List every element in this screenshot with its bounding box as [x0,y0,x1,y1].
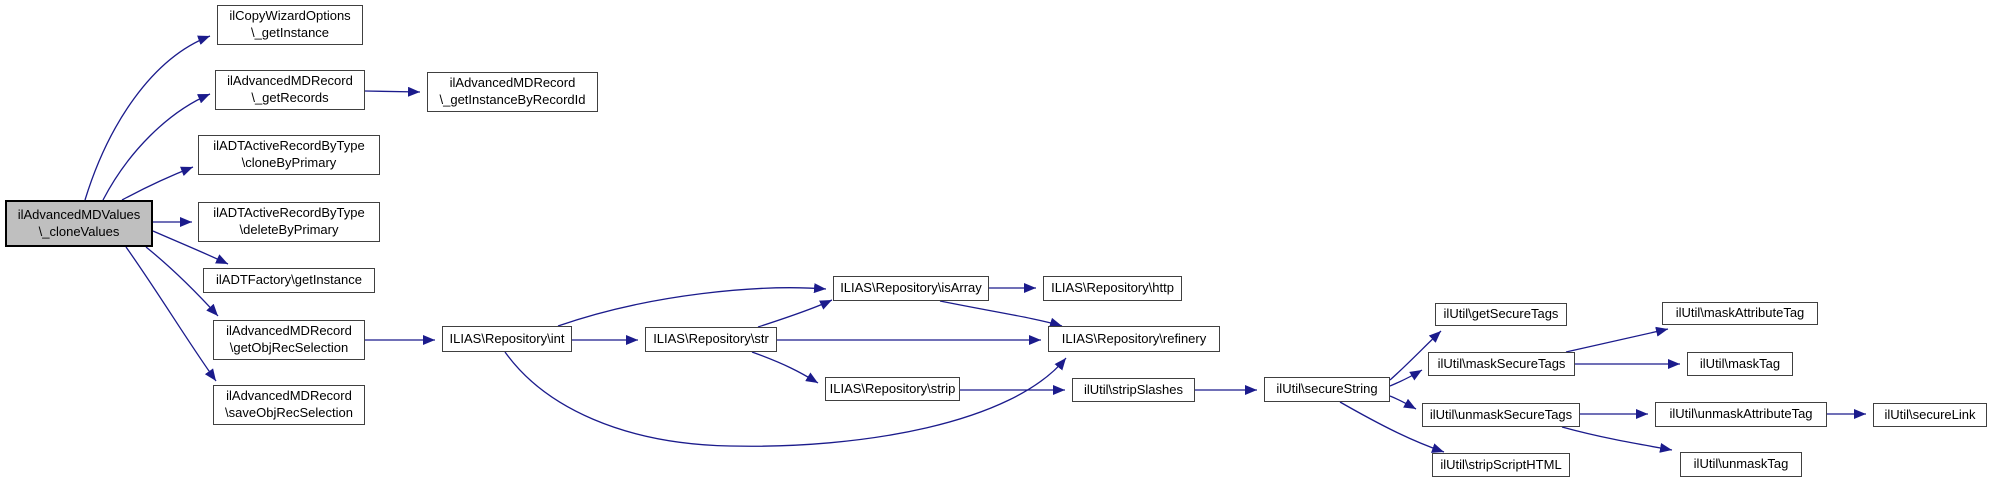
node-strip-slashes[interactable]: ilUtil\stripSlashes [1072,378,1195,402]
node-label: ilUtil\unmaskTag [1693,456,1789,472]
node-repo-str[interactable]: ILIAS\Repository\str [645,327,777,352]
node-label: ilADTFactory\getInstance [216,272,362,288]
node-label: ilUtil\maskAttributeTag [1675,305,1805,321]
edge-clone-values-to-get-records [102,93,211,201]
node-label: ILIAS\Repository\isArray [840,280,982,296]
edge-repo-int-to-repo-refinery [504,351,1067,447]
node-clone-values: ilAdvancedMDValues \_cloneValues [5,200,153,247]
node-label: ILIAS\Repository\http [1051,280,1174,296]
node-label: ILIAS\Repository\str [653,331,769,347]
node-label: ILIAS\Repository\strip [829,380,956,396]
node-label: ilUtil\unmaskSecureTags [1429,406,1573,422]
edge-secure-string-to-mask-secure-tags [1389,369,1423,387]
edge-repo-is-array-to-repo-refinery [939,300,1063,328]
node-get-instance-by-record-id[interactable]: ilAdvancedMDRecord \_getInstanceByRecord… [427,72,598,112]
edge-unmask-secure-tags-to-unmask-tag [1561,426,1673,453]
node-label: ilUtil\secureLink [1884,406,1976,422]
node-label: ilADTActiveRecordByType \cloneByPrimary [213,138,365,170]
node-repo-refinery[interactable]: ILIAS\Repository\refinery [1048,326,1220,352]
node-label: ilAdvancedMDValues \_cloneValues [17,206,141,239]
node-secure-link[interactable]: ilUtil\secureLink [1873,403,1987,427]
node-strip-script-html[interactable]: ilUtil\stripScriptHTML [1432,453,1570,477]
node-delete-by-primary[interactable]: ilADTActiveRecordByType \deleteByPrimary [198,202,380,242]
edge-get-records-to-get-instance-by-record-id [364,86,421,97]
node-get-records[interactable]: ilAdvancedMDRecord \_getRecords [215,70,365,110]
edge-clone-values-to-copy-wizard-get-instance [84,35,211,201]
node-get-secure-tags[interactable]: ilUtil\getSecureTags [1435,303,1567,326]
node-label: ilUtil\unmaskAttributeTag [1669,406,1813,422]
node-label: ilAdvancedMDRecord \getObjRecSelection [226,323,352,355]
node-copy-wizard-get-instance[interactable]: ilCopyWizardOptions \_getInstance [217,5,363,45]
edge-secure-string-to-get-secure-tags [1389,330,1442,381]
edge-clone-values-to-get-obj-rec-selection [145,246,219,317]
node-label: ilADTActiveRecordByType \deleteByPrimary [213,205,365,237]
edge-clone-values-to-clone-by-primary [121,166,194,201]
node-label: ilAdvancedMDRecord \_getInstanceByRecord… [439,75,586,107]
node-label: ILIAS\Repository\refinery [1061,330,1207,346]
node-label: ilUtil\getSecureTags [1443,306,1559,322]
node-label: ilUtil\maskTag [1699,355,1781,371]
node-label: ilUtil\secureString [1276,381,1378,397]
node-mask-attribute-tag[interactable]: ilUtil\maskAttributeTag [1662,302,1818,325]
edge-repo-int-to-repo-is-array [557,283,827,327]
node-unmask-attribute-tag[interactable]: ilUtil\unmaskAttributeTag [1655,402,1827,427]
edge-repo-str-to-repo-strip [751,351,819,384]
edge-clone-values-to-save-obj-rec-selection [125,246,217,382]
edge-secure-string-to-strip-script-html [1339,401,1445,453]
node-unmask-secure-tags[interactable]: ilUtil\unmaskSecureTags [1422,403,1580,427]
node-label: ilAdvancedMDRecord \saveObjRecSelection [225,388,353,420]
node-unmask-tag[interactable]: ilUtil\unmaskTag [1680,452,1802,477]
node-label: ilUtil\maskSecureTags [1437,355,1566,371]
node-label: ILIAS\Repository\int [449,330,565,346]
node-label: ilUtil\stripSlashes [1084,381,1183,397]
node-mask-secure-tags[interactable]: ilUtil\maskSecureTags [1428,352,1575,376]
node-save-obj-rec-selection[interactable]: ilAdvancedMDRecord \saveObjRecSelection [213,385,365,425]
node-mask-tag[interactable]: ilUtil\maskTag [1687,352,1793,376]
node-secure-string[interactable]: ilUtil\secureString [1264,377,1390,402]
node-repo-http[interactable]: ILIAS\Repository\http [1043,276,1182,301]
node-clone-by-primary[interactable]: ilADTActiveRecordByType \cloneByPrimary [198,135,380,175]
edge-clone-values-to-adt-factory-get-instance [152,230,229,265]
edge-repo-str-to-repo-is-array [757,299,833,328]
edge-mask-secure-tags-to-mask-attribute-tag [1565,326,1669,353]
node-repo-is-array[interactable]: ILIAS\Repository\isArray [833,276,989,301]
node-adt-factory-get-instance[interactable]: ilADTFactory\getInstance [203,268,375,293]
edge-secure-string-to-unmask-secure-tags [1389,395,1417,410]
node-repo-strip[interactable]: ILIAS\Repository\strip [825,377,960,401]
node-get-obj-rec-selection[interactable]: ilAdvancedMDRecord \getObjRecSelection [213,320,365,360]
node-label: ilAdvancedMDRecord \_getRecords [227,73,353,105]
node-label: ilUtil\stripScriptHTML [1440,456,1562,472]
node-label: ilCopyWizardOptions \_getInstance [229,8,351,40]
node-repo-int[interactable]: ILIAS\Repository\int [442,326,572,352]
